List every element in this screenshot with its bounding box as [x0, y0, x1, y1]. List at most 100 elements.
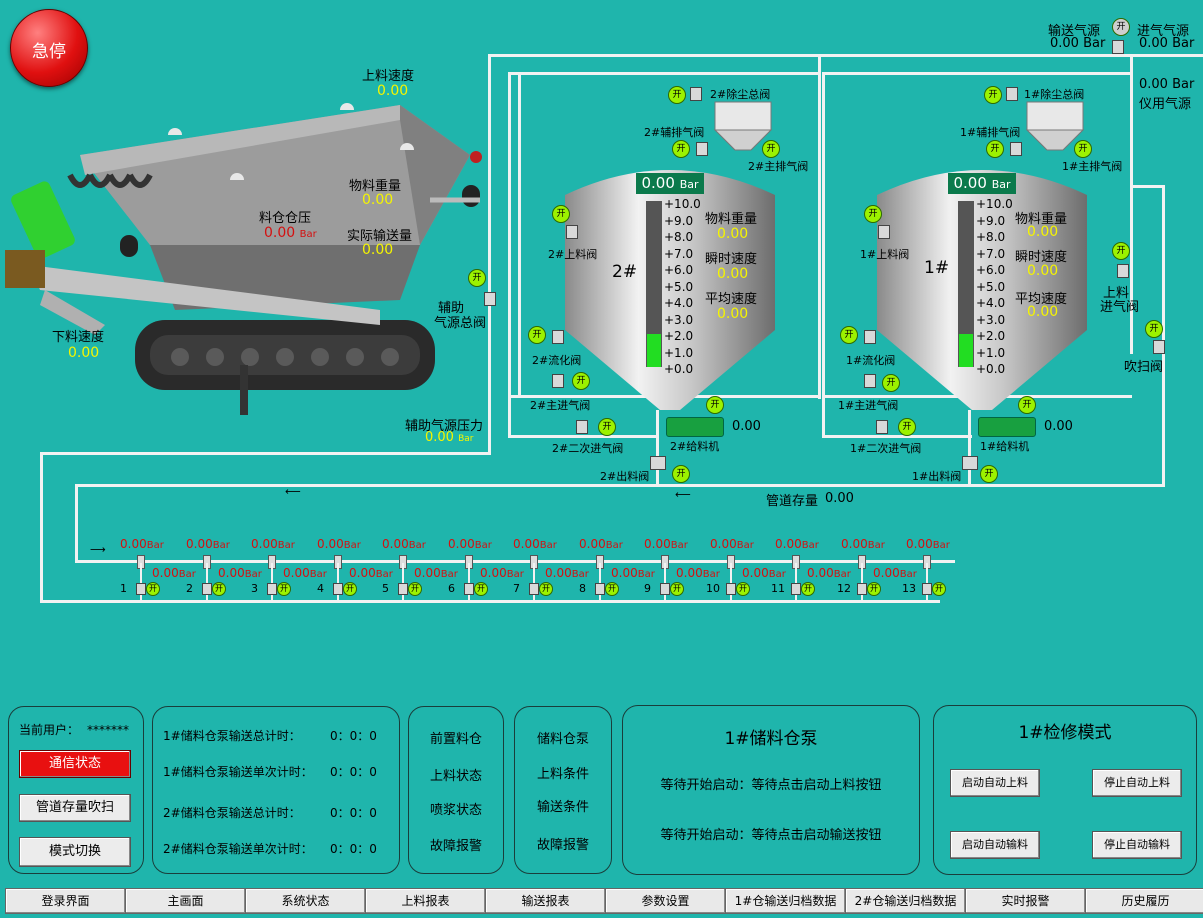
- nav-button[interactable]: 1#仓输送归档数据: [725, 888, 846, 914]
- tank-2-second-inlet-open-badge[interactable]: 开: [598, 418, 616, 436]
- pipeline-valve-open-badge[interactable]: 开: [146, 582, 160, 596]
- stop-auto-convey-button[interactable]: 停止自动输料: [1092, 831, 1182, 859]
- tank-2-weight-label: 物料重量: [705, 212, 758, 227]
- tank-1-second-inlet-open-badge[interactable]: 开: [898, 418, 916, 436]
- nav-button[interactable]: 历史履历: [1085, 888, 1203, 914]
- level-scale-tick: +3.0: [976, 312, 1006, 327]
- pipeline-valve-icon[interactable]: [922, 583, 932, 595]
- emergency-stop-button[interactable]: 急停: [10, 9, 88, 87]
- tank-2-main-inlet-icon[interactable]: [552, 374, 564, 388]
- pipeline-valve-open-badge[interactable]: 开: [867, 582, 881, 596]
- purge-valve-icon[interactable]: [1153, 340, 1165, 354]
- nav-button[interactable]: 2#仓输送归档数据: [845, 888, 966, 914]
- level-scale-tick: +10.0: [976, 197, 1013, 211]
- tank-2-feed-valve-icon[interactable]: [566, 225, 578, 239]
- feed-inlet-valve-icon[interactable]: [1117, 264, 1129, 278]
- pipeline-valve-icon[interactable]: [660, 583, 670, 595]
- tank-2-fluid-valve-icon[interactable]: [552, 330, 564, 344]
- tank-1-main-exhaust-open-badge[interactable]: 开: [1074, 140, 1092, 158]
- pipeline-pressure-unit: Bar: [833, 569, 851, 580]
- tank-1-aux-exhaust-icon[interactable]: [1010, 142, 1022, 156]
- right-riser-pipe: [1162, 185, 1165, 487]
- start-auto-convey-button[interactable]: 启动自动输料: [950, 831, 1040, 859]
- pipeline-valve-icon[interactable]: [464, 583, 474, 595]
- pipeline-valve-icon[interactable]: [529, 583, 539, 595]
- tank-2-main-inlet-open-badge[interactable]: 开: [572, 372, 590, 390]
- tank-1-feeder-label: 1#给料机: [980, 440, 1030, 453]
- tank-1-feeder-motor[interactable]: [978, 417, 1036, 437]
- pipeline-valve-open-badge[interactable]: 开: [408, 582, 422, 596]
- tank-2-outlet-open-badge[interactable]: 开: [672, 465, 690, 483]
- pipeline-valve-open-badge[interactable]: 开: [474, 582, 488, 596]
- tank-1-feed-valve-icon[interactable]: [878, 225, 890, 239]
- tank-1-main-inlet-icon[interactable]: [864, 374, 876, 388]
- pipeline-valve-open-badge[interactable]: 开: [670, 582, 684, 596]
- aux-valve-open-badge[interactable]: 开: [468, 269, 486, 287]
- tank-1-aux-exhaust-open-badge[interactable]: 开: [986, 140, 1004, 158]
- tank-2-feed-valve-open-badge[interactable]: 开: [552, 205, 570, 223]
- pipeline-valve-open-badge[interactable]: 开: [932, 582, 946, 596]
- pipeline-valve-open-badge[interactable]: 开: [736, 582, 750, 596]
- pipeline-valve-open-badge[interactable]: 开: [277, 582, 291, 596]
- tank-1-main-inlet-open-badge[interactable]: 开: [882, 374, 900, 392]
- nav-button[interactable]: 系统状态: [245, 888, 366, 914]
- pipeline-pressure-unit: Bar: [637, 569, 655, 580]
- nav-button[interactable]: 实时报警: [965, 888, 1086, 914]
- stop-auto-feed-button[interactable]: 停止自动上料: [1092, 769, 1182, 797]
- tank-1-feed-valve-open-badge[interactable]: 开: [864, 205, 882, 223]
- tank-2-main-exhaust-open-badge[interactable]: 开: [762, 140, 780, 158]
- tank-2-dust-valve-open-badge[interactable]: 开: [668, 86, 686, 104]
- nav-button[interactable]: 上料报表: [365, 888, 486, 914]
- pipeline-valve-icon[interactable]: [333, 583, 343, 595]
- pipeline-valve-icon[interactable]: [267, 583, 277, 595]
- status-item: 上料状态: [429, 769, 482, 784]
- pipe-purge-button[interactable]: 管道存量吹扫: [19, 794, 131, 822]
- pipeline-valve-icon[interactable]: [791, 583, 801, 595]
- nav-button[interactable]: 主画面: [125, 888, 246, 914]
- level-scale-tick: +9.0: [976, 213, 1006, 228]
- tank-1-second-inlet-icon[interactable]: [876, 420, 888, 434]
- convey-air-valve-icon[interactable]: [1112, 40, 1124, 54]
- tank-2-aux-exhaust-open-badge[interactable]: 开: [672, 140, 690, 158]
- pipeline-valve-open-badge[interactable]: 开: [801, 582, 815, 596]
- level-scale-tick: +10.0: [664, 197, 701, 211]
- tank-1-main-exhaust-label: 1#主排气阀: [1062, 160, 1123, 173]
- tank-2-outlet-icon[interactable]: [650, 456, 666, 470]
- comm-status-button[interactable]: 通信状态: [19, 750, 131, 778]
- pipeline-valve-open-badge[interactable]: 开: [343, 582, 357, 596]
- pipeline-valve-open-badge[interactable]: 开: [539, 582, 553, 596]
- pipeline-valve-icon[interactable]: [202, 583, 212, 595]
- pipeline-valve-icon[interactable]: [595, 583, 605, 595]
- feed-inlet-open-badge[interactable]: 开: [1112, 242, 1130, 260]
- tank-1-outlet-icon[interactable]: [962, 456, 978, 470]
- nav-button[interactable]: 输送报表: [485, 888, 606, 914]
- tank-1-dust-valve-open-badge[interactable]: 开: [984, 86, 1002, 104]
- tank-2-feeder-open-badge[interactable]: 开: [706, 396, 724, 414]
- tank-2-second-inlet-icon[interactable]: [576, 420, 588, 434]
- pipeline-valve-icon[interactable]: [398, 583, 408, 595]
- tank-1-fluid-valve-icon[interactable]: [864, 330, 876, 344]
- tank-1-dust-valve-icon[interactable]: [1006, 87, 1018, 101]
- tank-2-aux-exhaust-icon[interactable]: [696, 142, 708, 156]
- nav-button[interactable]: 登录界面: [5, 888, 126, 914]
- pipeline-bottom-pressure: 0.00Bar: [414, 566, 458, 580]
- tank-1-feeder-open-badge[interactable]: 开: [1018, 396, 1036, 414]
- mode-switch-button[interactable]: 模式切换: [19, 837, 131, 867]
- pipeline-valve-icon[interactable]: [136, 583, 146, 595]
- tank-1-fluid-valve-open-badge[interactable]: 开: [840, 326, 858, 344]
- tank-2-fluid-valve-open-badge[interactable]: 开: [528, 326, 546, 344]
- purge-valve-label: 吹扫阀: [1124, 360, 1164, 375]
- pipeline-valve-icon[interactable]: [857, 583, 867, 595]
- pipeline-bottom-pressure-value: 0.00: [807, 566, 834, 580]
- pipeline-valve-open-badge[interactable]: 开: [605, 582, 619, 596]
- pipeline-valve-icon[interactable]: [726, 583, 736, 595]
- tank-2-feeder-motor[interactable]: [666, 417, 724, 437]
- tank-1-outlet-open-badge[interactable]: 开: [980, 465, 998, 483]
- convey-air-open-badge[interactable]: 开: [1112, 18, 1130, 36]
- purge-open-badge[interactable]: 开: [1145, 320, 1163, 338]
- nav-button[interactable]: 参数设置: [605, 888, 726, 914]
- start-auto-feed-button[interactable]: 启动自动上料: [950, 769, 1040, 797]
- aux-valve-icon[interactable]: [484, 292, 496, 306]
- pipeline-valve-open-badge[interactable]: 开: [212, 582, 226, 596]
- tank-2-dust-valve-icon[interactable]: [690, 87, 702, 101]
